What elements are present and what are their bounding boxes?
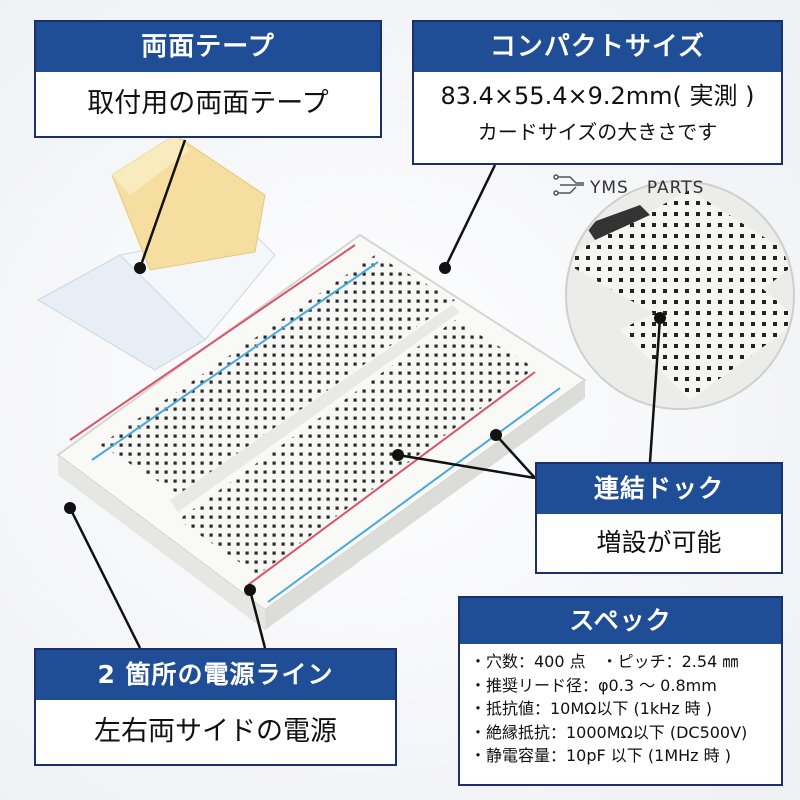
spec-list: ・穴数：400 点 ・ピッチ：2.54 ㎜ ・推奨リード径：φ0.3 ～ 0.8… [460, 644, 781, 768]
circuit-logo-icon [553, 174, 584, 196]
spec-item-resistance: ・抵抗値：10MΩ以下 (1kHz 時 ) [470, 699, 713, 718]
power-callout-text: 左右両サイドの電源 [94, 716, 337, 747]
spec-callout: スペック ・穴数：400 点 ・ピッチ：2.54 ㎜ ・推奨リード径：φ0.3 … [458, 596, 783, 786]
size-callout-title: コンパクトサイズ [414, 22, 781, 72]
size-description: カードサイズの大きさです [477, 120, 718, 144]
leader-lines [64, 139, 666, 649]
spec-item-capacitance: ・静電容量：10pF 以下 (1MHz 時 ) [470, 746, 731, 765]
brand-logo-text: YMS PARTS [590, 178, 705, 198]
breadboard [56, 233, 587, 630]
dock-callout-text: 増設が可能 [596, 528, 722, 557]
power-callout-title: 2 箇所の電源ライン [36, 650, 395, 700]
spec-callout-title: スペック [460, 598, 781, 644]
tape-callout-text: 取付用の両面テープ [87, 88, 329, 119]
size-callout: コンパクトサイズ 83.4×55.4×9.2mm( 実測 ) カードサイズの大き… [412, 20, 783, 165]
tape-callout-title: 両面テープ [36, 22, 380, 72]
spec-item-holes: ・穴数：400 点 ・ピッチ：2.54 ㎜ [470, 652, 739, 671]
power-callout: 2 箇所の電源ライン 左右両サイドの電源 [34, 648, 397, 766]
dock-callout-title: 連結ドック [537, 464, 781, 514]
tape-callout: 両面テープ 取付用の両面テープ [34, 20, 382, 138]
spec-item-insulation: ・絶縁抵抗：1000MΩ以下 (DC500V) [470, 722, 748, 742]
size-dimensions: 83.4×55.4×9.2mm( 実測 ) [440, 82, 755, 110]
zoom-detail [565, 180, 795, 410]
spec-item-lead: ・推奨リード径：φ0.3 ～ 0.8mm [470, 675, 717, 695]
size-callout-body: 83.4×55.4×9.2mm( 実測 ) カードサイズの大きさです [414, 72, 781, 150]
dock-callout: 連結ドック 増設が可能 [535, 462, 783, 574]
